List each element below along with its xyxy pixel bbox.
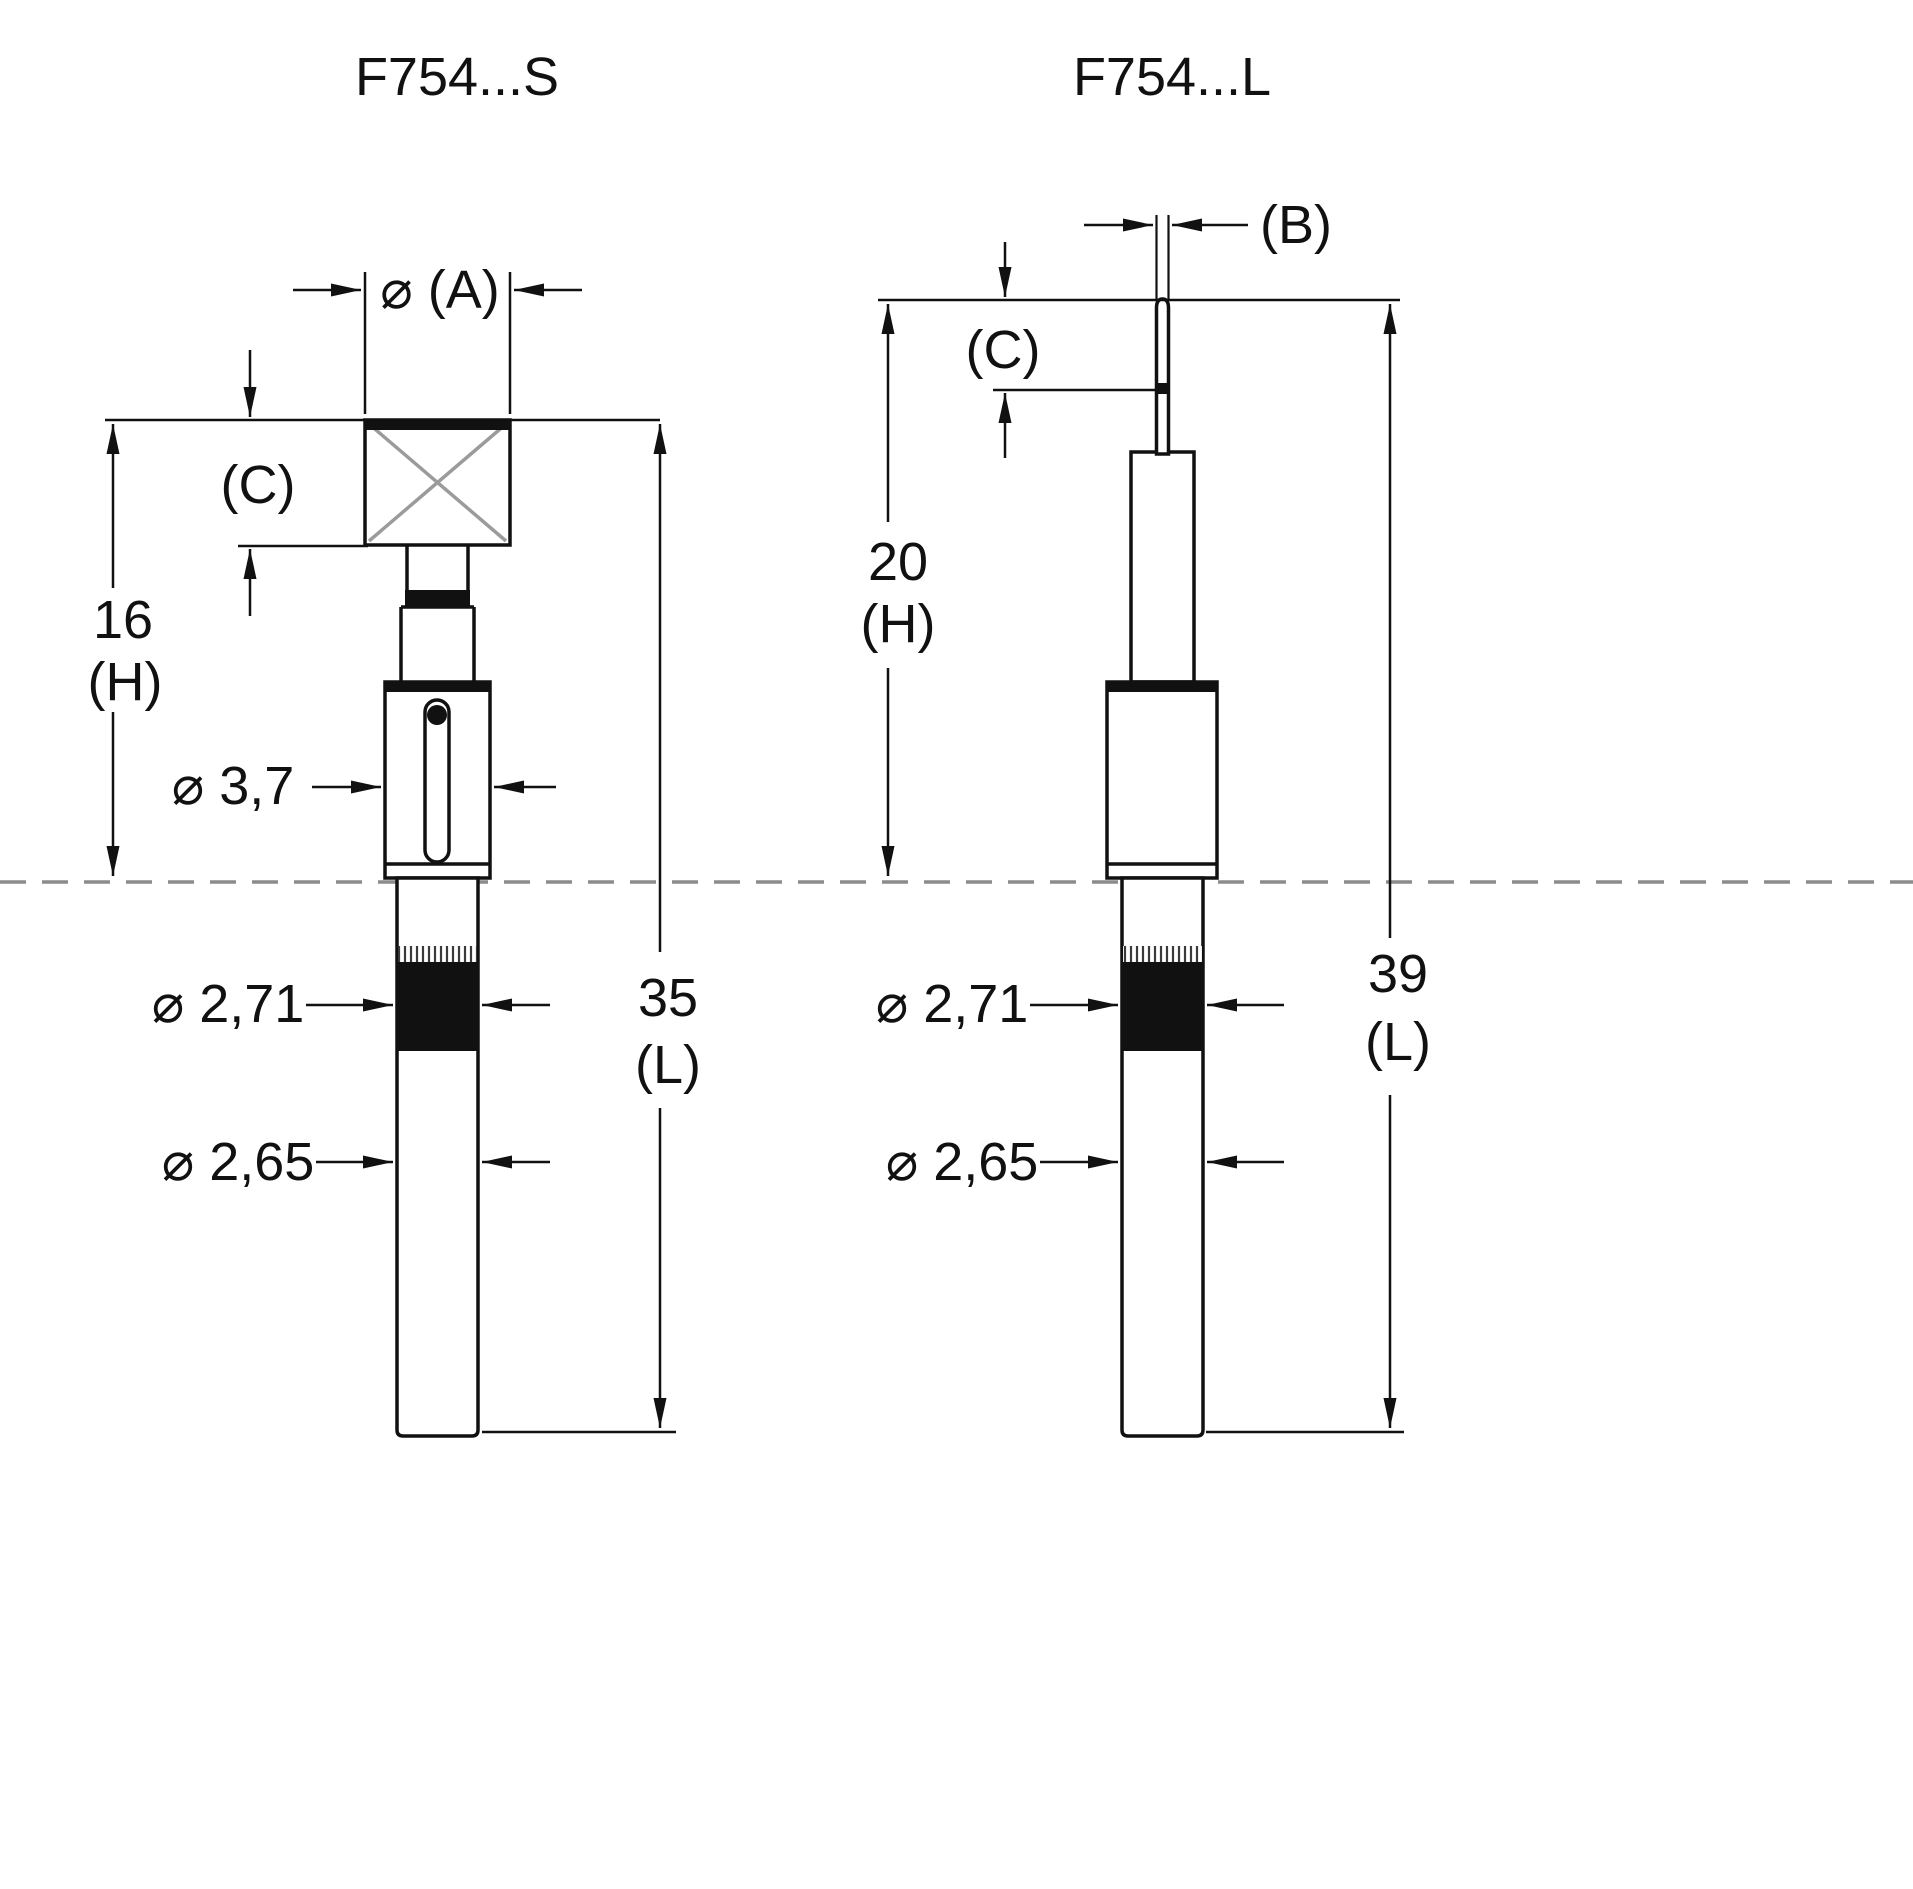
dim-d37-label: ⌀ 3,7: [172, 756, 295, 816]
dim-l-value: 35: [638, 968, 698, 1028]
dim-c-label-r: (C): [966, 320, 1041, 380]
dim-d271-label: ⌀ 2,71: [152, 974, 305, 1034]
dim-a: ⌀ (A): [293, 260, 582, 414]
probe-l-shaft: [1129, 450, 1196, 684]
barrel-knurl-band: [398, 946, 477, 962]
figure-title-l: F754...L: [1073, 47, 1271, 107]
barrel-knurl-band-l: [1123, 946, 1202, 962]
dim-h-value: 16: [93, 590, 153, 650]
dim-h-unit-r: (H): [861, 594, 936, 654]
crimp-cross-line-2: [367, 422, 508, 543]
probe-l-pin: [1154, 297, 1171, 456]
dim-d265-right: ⌀ 2,65: [886, 1132, 1284, 1192]
dim-h-unit: (H): [88, 652, 163, 712]
collar-slot-dot: [427, 705, 447, 725]
dim-h-right: 20 (H): [861, 304, 936, 876]
dim-d265-label: ⌀ 2,65: [162, 1132, 315, 1192]
dim-d37: ⌀ 3,7: [172, 756, 556, 816]
dim-a-label: ⌀ (A): [380, 260, 500, 320]
dim-b: (B): [1084, 195, 1332, 255]
dim-c-left: (C): [221, 350, 368, 616]
dim-h-value-r: 20: [868, 532, 928, 592]
dim-d271-right: ⌀ 2,71: [876, 974, 1284, 1034]
dim-d265-label-r: ⌀ 2,65: [886, 1132, 1039, 1192]
dim-l-value-r: 39: [1368, 944, 1428, 1004]
probe-l-figure: F754...L (B): [861, 47, 1431, 1438]
probe-s-figure: F754...S: [88, 47, 701, 1438]
dim-d265-left: ⌀ 2,65: [162, 1132, 550, 1192]
barrel-black-band: [397, 962, 478, 1051]
pin-black-band: [1156, 383, 1169, 394]
probe-s-body: [363, 418, 512, 1438]
dim-c-right: (C): [966, 242, 1158, 458]
dim-d271-label-r: ⌀ 2,71: [876, 974, 1029, 1034]
dim-l-left: 35 (L): [482, 424, 701, 1434]
dim-h-left: 16 (H): [88, 418, 660, 876]
neck-black-band: [405, 590, 470, 608]
dim-l-unit: (L): [635, 1035, 701, 1095]
probe-l-collar: [1105, 680, 1219, 880]
collar-slot: [423, 698, 451, 864]
probe-l-body: [1105, 215, 1219, 1438]
dim-d271-left: ⌀ 2,71: [152, 974, 550, 1034]
figure-title-s: F754...S: [355, 47, 559, 107]
barrel-black-band-l: [1122, 962, 1203, 1051]
dim-b-label: (B): [1260, 195, 1332, 255]
dim-l-right: 39 (L): [1206, 304, 1431, 1434]
dim-c-label: (C): [221, 455, 296, 515]
dim-l-unit-r: (L): [1365, 1012, 1431, 1072]
